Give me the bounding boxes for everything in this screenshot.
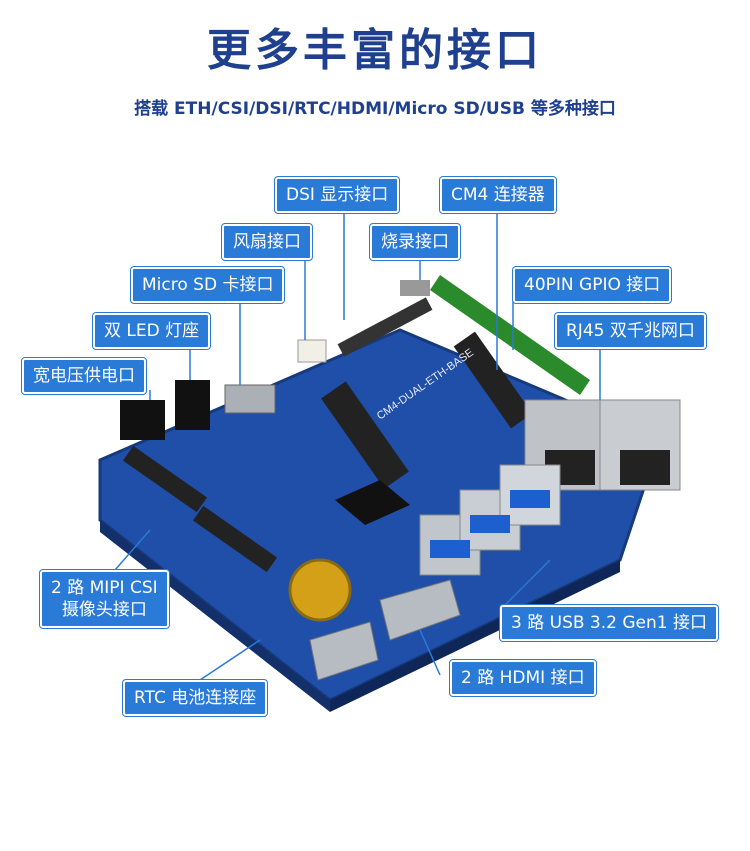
leader-hdmi (419, 629, 441, 676)
callout-dsi: DSI 显示接口 (275, 177, 400, 213)
callout-csi: 2 路 MIPI CSI 摄像头接口 (40, 570, 169, 628)
usb-slot-3 (510, 490, 550, 508)
cm4-connector (321, 381, 409, 489)
leader-usb (504, 559, 551, 606)
fan-connector (297, 339, 327, 363)
power-jack (120, 400, 165, 440)
burn-connector (400, 280, 430, 296)
csi-connector-1 (122, 445, 208, 513)
cm4-connector-2 (453, 331, 533, 429)
callout-csi-line2: 摄像头接口 (61, 600, 147, 620)
page-subtitle: 搭载 ETH/CSI/DSI/RTC/HDMI/Micro SD/USB 等多种… (134, 99, 616, 119)
callout-led: 双 LED 灯座 (93, 313, 211, 349)
main-chip (335, 480, 410, 525)
led-holder (175, 380, 210, 430)
page-title: 更多丰富的接口 (207, 25, 543, 76)
dsi-connector (337, 297, 433, 357)
pcb-edge-right (330, 560, 620, 712)
callout-gpio: 40PIN GPIO 接口 (513, 267, 672, 303)
rtc-battery (288, 558, 352, 622)
microsd-slot (224, 384, 276, 414)
hdmi-port-2 (309, 621, 379, 681)
callout-rj45: RJ45 双千兆网口 (555, 313, 706, 349)
callout-power: 宽电压供电口 (22, 358, 146, 394)
leader-lines (114, 207, 601, 681)
csi-connector-2 (192, 505, 278, 573)
callout-usb: 3 路 USB 3.2 Gen1 接口 (500, 605, 718, 641)
usb-slot-2 (470, 515, 510, 533)
callout-cm4: CM4 连接器 (440, 177, 556, 213)
callout-burn: 烧录接口 (370, 224, 460, 260)
callout-fan: 风扇接口 (222, 224, 312, 260)
rj45-hole-2 (620, 450, 670, 485)
callout-hdmi: 2 路 HDMI 接口 (450, 660, 596, 696)
hdmi-port-1 (379, 579, 461, 641)
gpio-header (430, 275, 590, 395)
usb-slot-1 (430, 540, 470, 558)
callout-csi-line1: 2 路 MIPI CSI (51, 578, 158, 598)
callout-rtc: RTC 电池连接座 (123, 680, 268, 716)
callout-microsd: Micro SD 卡接口 (131, 267, 285, 303)
leader-rtc (199, 639, 261, 681)
pcb-edge (100, 520, 330, 712)
leader-csi (114, 529, 151, 571)
